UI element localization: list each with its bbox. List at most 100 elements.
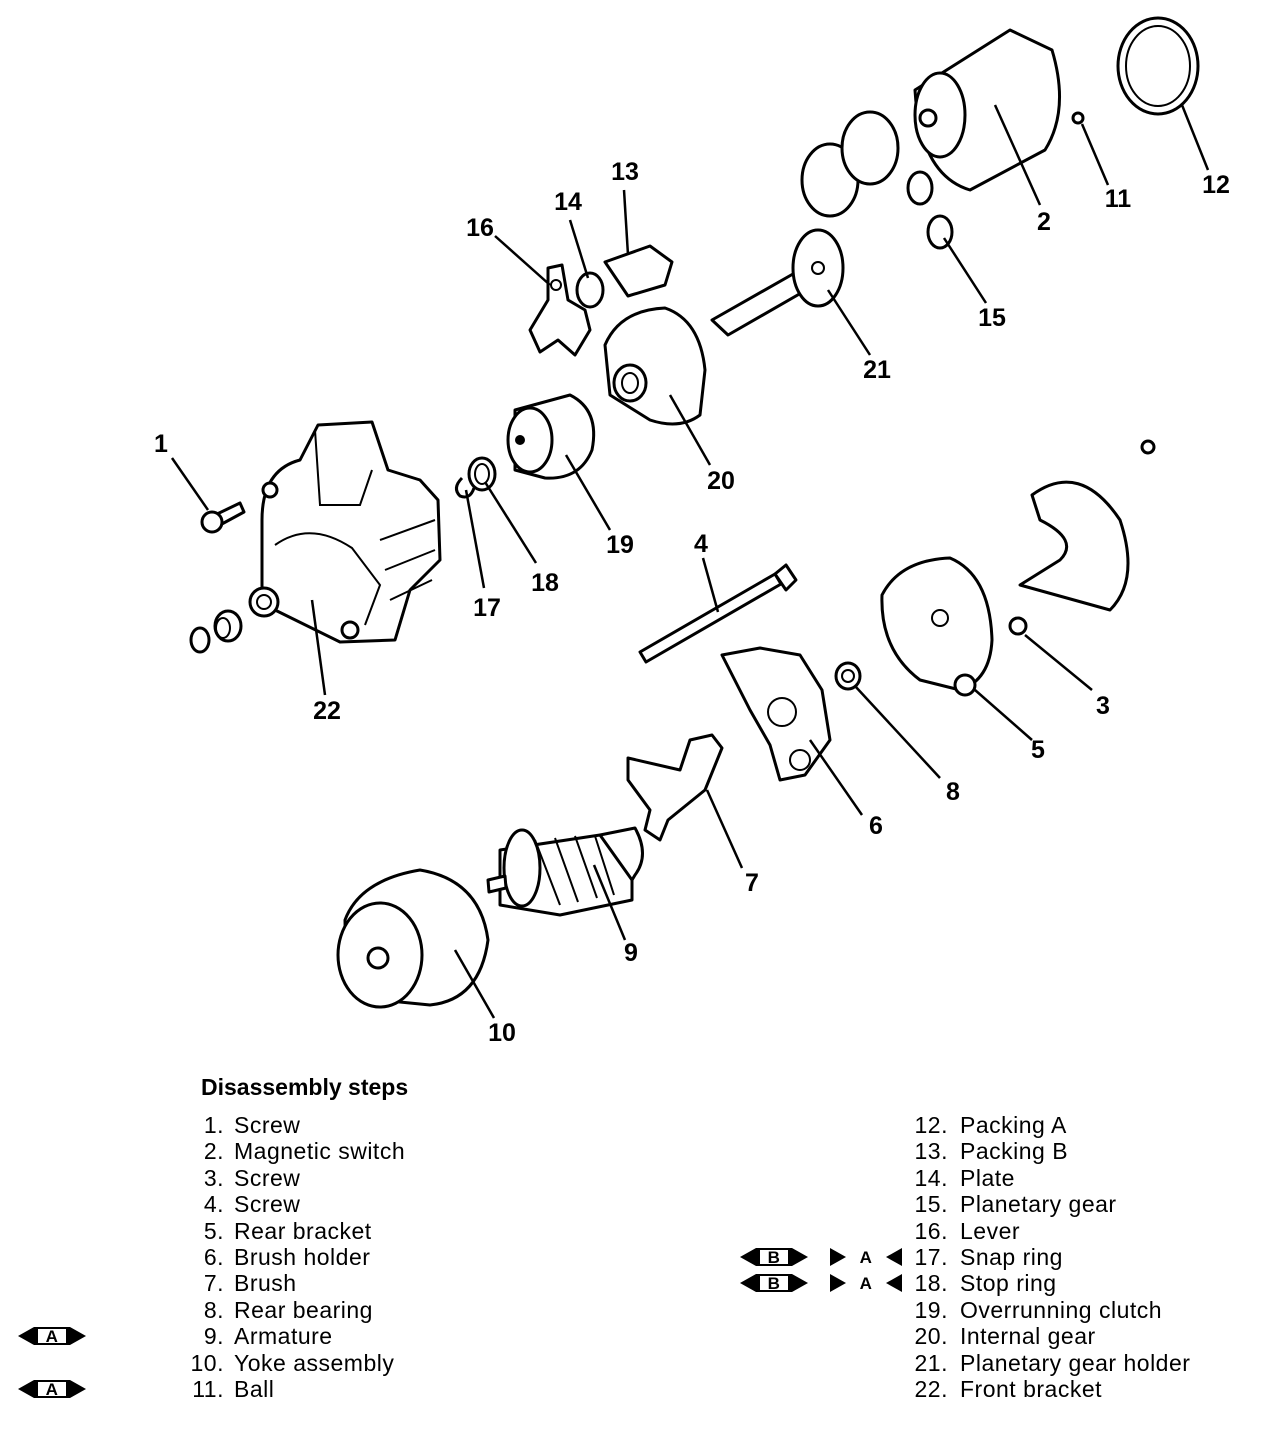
step-row: 12.Packing A	[640, 1112, 1280, 1138]
step-name: Ball	[234, 1375, 275, 1402]
step-name: Packing B	[960, 1138, 1069, 1165]
step-row: 16.Lever	[640, 1218, 1280, 1244]
step-number: 13.	[914, 1138, 948, 1165]
callout-labels: 1 2 3 4 5 6 7 8 9 10 11 12 13 14 15 16 1…	[154, 158, 1230, 1047]
screw-3-part	[1008, 616, 1028, 636]
magnetic-switch-part	[913, 28, 1061, 192]
step-number: 4.	[203, 1191, 224, 1218]
plate-part	[575, 271, 605, 309]
svg-text:B: B	[768, 1274, 781, 1293]
rear-bearing-part	[834, 661, 862, 691]
washer-plates-part	[800, 110, 900, 218]
step-number: 1.	[203, 1112, 224, 1138]
packing-b-part	[603, 244, 674, 298]
step-row: 7.Brush	[0, 1270, 640, 1296]
disassembly-steps-heading: Disassembly steps	[201, 1074, 409, 1100]
callout-17: 17	[473, 594, 501, 622]
step-number: 17.	[914, 1243, 948, 1270]
step-name: Magnetic switch	[234, 1138, 406, 1165]
step-name: Rear bracket	[234, 1217, 372, 1244]
callout-19: 19	[606, 531, 634, 559]
step-name: Snap ring	[960, 1243, 1063, 1270]
step-row: A 11. Ball	[0, 1376, 640, 1402]
snap-ring-part	[455, 476, 476, 499]
step-name: Planetary gear holder	[960, 1349, 1191, 1376]
step-number: 2.	[203, 1138, 224, 1165]
callout-4: 4	[694, 530, 708, 558]
step-row: 21.Planetary gear holder	[640, 1350, 1280, 1376]
leader-lines	[170, 104, 1210, 1019]
screw-4-part	[638, 563, 798, 664]
step-number: 6.	[203, 1243, 224, 1270]
rear-cover-part	[1018, 480, 1130, 612]
step-row: 3.Screw	[0, 1165, 640, 1191]
removal-service-point-mark: A	[18, 1379, 88, 1399]
svg-text:A: A	[46, 1380, 59, 1399]
step-name: Armature	[234, 1323, 333, 1350]
step-number: 18.	[914, 1270, 948, 1297]
step-row: A 9. Armature	[0, 1323, 640, 1349]
step-row: 20. Internal gear	[640, 1323, 1280, 1349]
callout-7: 7	[745, 869, 759, 897]
ball-part	[1071, 111, 1085, 125]
front-bracket-part	[248, 420, 442, 644]
overrunning-clutch-part	[506, 393, 596, 480]
callout-1: 1	[154, 430, 168, 458]
step-number: 11.	[192, 1375, 224, 1402]
removal-service-point-mark: B	[740, 1273, 810, 1293]
removal-service-point-mark: A	[18, 1326, 88, 1346]
brush-part	[626, 733, 724, 842]
step-name: Plate	[960, 1164, 1015, 1191]
svg-text:A: A	[46, 1327, 59, 1346]
callout-12: 12	[1202, 171, 1230, 199]
callout-5: 5	[1031, 736, 1045, 764]
callout-11: 11	[1105, 185, 1132, 213]
step-name: Front bracket	[960, 1375, 1102, 1402]
step-row: 4. Screw	[0, 1191, 640, 1217]
packing-a-part	[1116, 16, 1200, 116]
rear-bracket-part	[880, 556, 994, 697]
stop-ring-part	[467, 456, 497, 492]
step-number: 19.	[914, 1296, 948, 1323]
step-name: Screw	[234, 1191, 301, 1218]
step-name: Screw	[234, 1164, 301, 1191]
armature-part	[486, 826, 644, 917]
step-row: 2. Magnetic switch	[0, 1138, 640, 1164]
step-number: 8.	[203, 1296, 224, 1323]
step-row: 13. Packing B	[640, 1138, 1280, 1164]
lever-part	[528, 263, 592, 357]
callout-20: 20	[707, 467, 735, 495]
step-number: 5.	[203, 1217, 224, 1244]
callout-21: 21	[863, 356, 891, 384]
step-row: 15.Planetary gear	[640, 1191, 1280, 1217]
step-name: Internal gear	[960, 1323, 1096, 1350]
brush-holder-part	[720, 646, 832, 782]
planetary-gear-part	[906, 170, 954, 250]
step-row: 22.Front bracket	[640, 1376, 1280, 1402]
callout-8: 8	[946, 778, 960, 806]
callout-6: 6	[869, 812, 883, 840]
exploded-view-diagram: 1 2 3 4 5 6 7 8 9 10 11 12 13 14 15 16 1…	[154, 16, 1230, 1047]
step-number: 9.	[203, 1323, 224, 1350]
installation-service-point-mark: A	[830, 1247, 902, 1267]
callout-14: 14	[554, 188, 582, 216]
step-number: 20.	[914, 1323, 948, 1350]
step-name: Screw	[234, 1112, 301, 1138]
step-name: Yoke assembly	[234, 1349, 395, 1376]
callout-10: 10	[488, 1019, 516, 1047]
planetary-gear-holder-part	[710, 228, 845, 337]
callout-22: 22	[313, 697, 341, 725]
step-row: 6. Brush holder	[0, 1244, 640, 1270]
callout-3: 3	[1096, 692, 1110, 720]
step-name: Overrunning clutch	[960, 1296, 1163, 1323]
internal-gear-part	[603, 306, 707, 426]
step-name: Lever	[960, 1217, 1021, 1244]
nut-part	[1140, 439, 1156, 455]
callout-9: 9	[624, 939, 638, 967]
step-row: 19. Overrunning clutch	[640, 1297, 1280, 1323]
step-name: Brush holder	[234, 1243, 371, 1270]
step-number: 15.	[914, 1191, 948, 1218]
